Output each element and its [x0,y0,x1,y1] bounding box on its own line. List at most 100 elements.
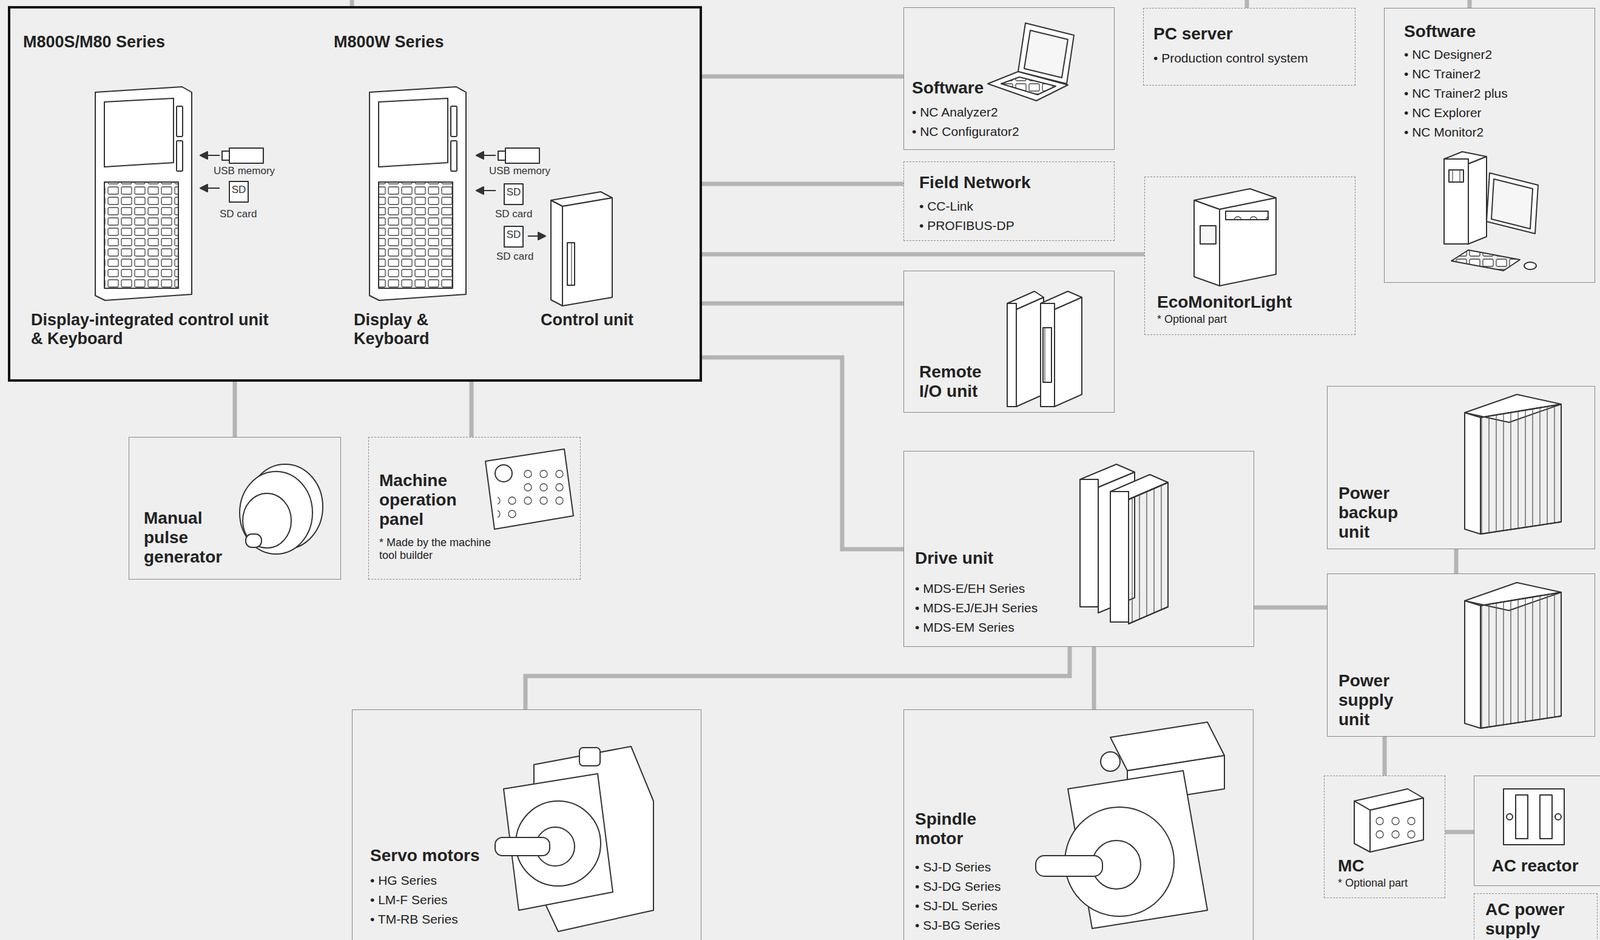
node-heading: Field Network [919,172,1031,193]
remote-io-module [1007,291,1082,407]
laptop-icon [987,23,1074,101]
connector-line [525,646,1070,710]
software-box: Software • NC Designer2 • NC Trainer2 • NC … [1383,7,1596,283]
connector-line [1445,830,1474,835]
servo-motor [495,746,654,932]
part-label: SD card [496,251,534,263]
node-heading: EcoMonitorLight [1157,292,1292,312]
series-group: M800S/M80 SeriesDisplay-integrated contr… [7,6,703,382]
part-label: SD card [219,208,257,221]
connector-line [1454,549,1459,574]
node-detail: • PROFIBUS-DP [919,218,1015,233]
node-heading: Software [911,78,984,98]
pulse-generator-dial [239,464,323,554]
node-detail: • CC-Link [919,199,974,214]
power-backup-module [1464,394,1562,534]
panel-box: Machine operation panel * Made by the mac… [368,436,581,580]
part-label: SD card [495,208,533,221]
card-mark: SD [229,184,249,196]
drive-unit-module [1080,464,1168,624]
motor-box: Servo motors• HG Series• LM-F Series• TM… [351,709,702,940]
connector-line [1254,605,1327,610]
server-box: PC server • Production control system [1143,7,1356,86]
connector-line [702,74,904,79]
node-heading: PC server [1153,24,1233,44]
node-heading: Software [1404,21,1476,42]
node-detail: • MDS-EJ/EJH Series [914,600,1038,616]
power-supply-module [1464,582,1562,729]
node-heading: AC power supply [1485,899,1592,939]
node-detail: • NC Configurator2 [911,124,1020,139]
node-detail: • SJ-D Series [914,859,991,875]
connector-line [702,252,1145,257]
cnc-display-unit [95,86,192,301]
node-detail: • NC Explorer [1404,105,1482,121]
eco-monitor-device [1194,188,1276,286]
connector-line [702,357,904,550]
connector-line [1092,646,1097,710]
monitor-box: EcoMonitorLight* Optional part [1144,176,1356,335]
connector-line [232,381,238,437]
node-heading: Remote I/O unit [919,362,1002,402]
motor-box: Spindle motor • SJ-D Series • SJ-DG Series… [903,709,1254,940]
node-detail: • MDS-EM Series [914,620,1015,635]
node-heading: MC [1337,856,1365,876]
software-box: Software • NC Analyzer2 • NC Configurator2 [903,7,1115,150]
node-detail: • NC Monitor2 [1404,124,1484,140]
card-mark: SD [504,186,524,199]
node-detail: • HG Series [370,873,437,888]
contactor-box: MC* Optional part [1323,775,1446,898]
node-heading: Servo motors [370,845,480,866]
connector-line [702,301,904,306]
spindle-motor [1035,722,1225,929]
node-detail: * Optional part [1157,313,1227,326]
drive-box: Drive unit• MDS-E/EH Series• MDS-EJ/EJH … [903,450,1255,647]
node-heading: Display & Keyboard [353,310,451,349]
connector-line [1382,736,1388,776]
control-unit [550,191,613,306]
node-heading: M800W Series [333,32,445,52]
io-box: Remote I/O unit [903,270,1115,413]
node-heading: AC reactor [1474,856,1596,876]
node-detail: • NC Trainer2 [1404,66,1481,82]
node-heading: Power backup unit [1338,483,1409,543]
generator-box: Manual pulse generator [128,436,341,580]
power-box: Power backup unit [1326,385,1596,550]
reactor-box: AC reactor [1473,775,1600,886]
node-heading: Manual pulse generator [143,508,235,568]
node-detail: * Made by the machine tool builder [379,536,501,562]
power-box: Power supply unit [1326,573,1596,737]
operation-panel [485,448,574,530]
node-detail: • LM-F Series [370,892,448,908]
node-heading: Power supply unit [1338,671,1409,730]
network-box: Field Network • CC-Link • PROFIBUS-DP [903,161,1115,241]
node-detail: * Optional part [1337,876,1408,890]
node-detail: • SJ-DG Series [914,879,1002,894]
node-detail: • MDS-E/EH Series [914,581,1025,596]
node-detail: • SJ-DL Series [914,898,998,914]
usb-memory-icon [476,148,546,247]
node-heading: M800S/M80 Series [23,32,166,52]
pc-icon [1444,151,1539,271]
connector-line [702,182,904,187]
node-heading: Display-integrated control unit & Keyboa… [30,310,274,349]
card-mark: SD [504,229,524,241]
node-detail: • NC Designer2 [1404,47,1492,62]
part-label: USB memory [489,165,551,178]
node-detail: • NC Trainer2 plus [1404,86,1508,101]
supply-box: AC power supply [1473,893,1598,940]
connector-line [469,381,474,437]
node-heading: Control unit [540,310,634,330]
node-heading: Spindle motor [914,809,994,849]
node-detail: • NC Analyzer2 [911,104,999,120]
node-detail: • Production control system [1153,50,1309,66]
part-label: USB memory [213,165,275,178]
node-detail: • SJ-BG Series [914,918,1000,933]
node-heading: Machine operation panel [379,470,471,530]
display-keyboard [369,86,466,301]
contactor-icon [1354,788,1424,852]
reactor-icon [1503,788,1565,845]
